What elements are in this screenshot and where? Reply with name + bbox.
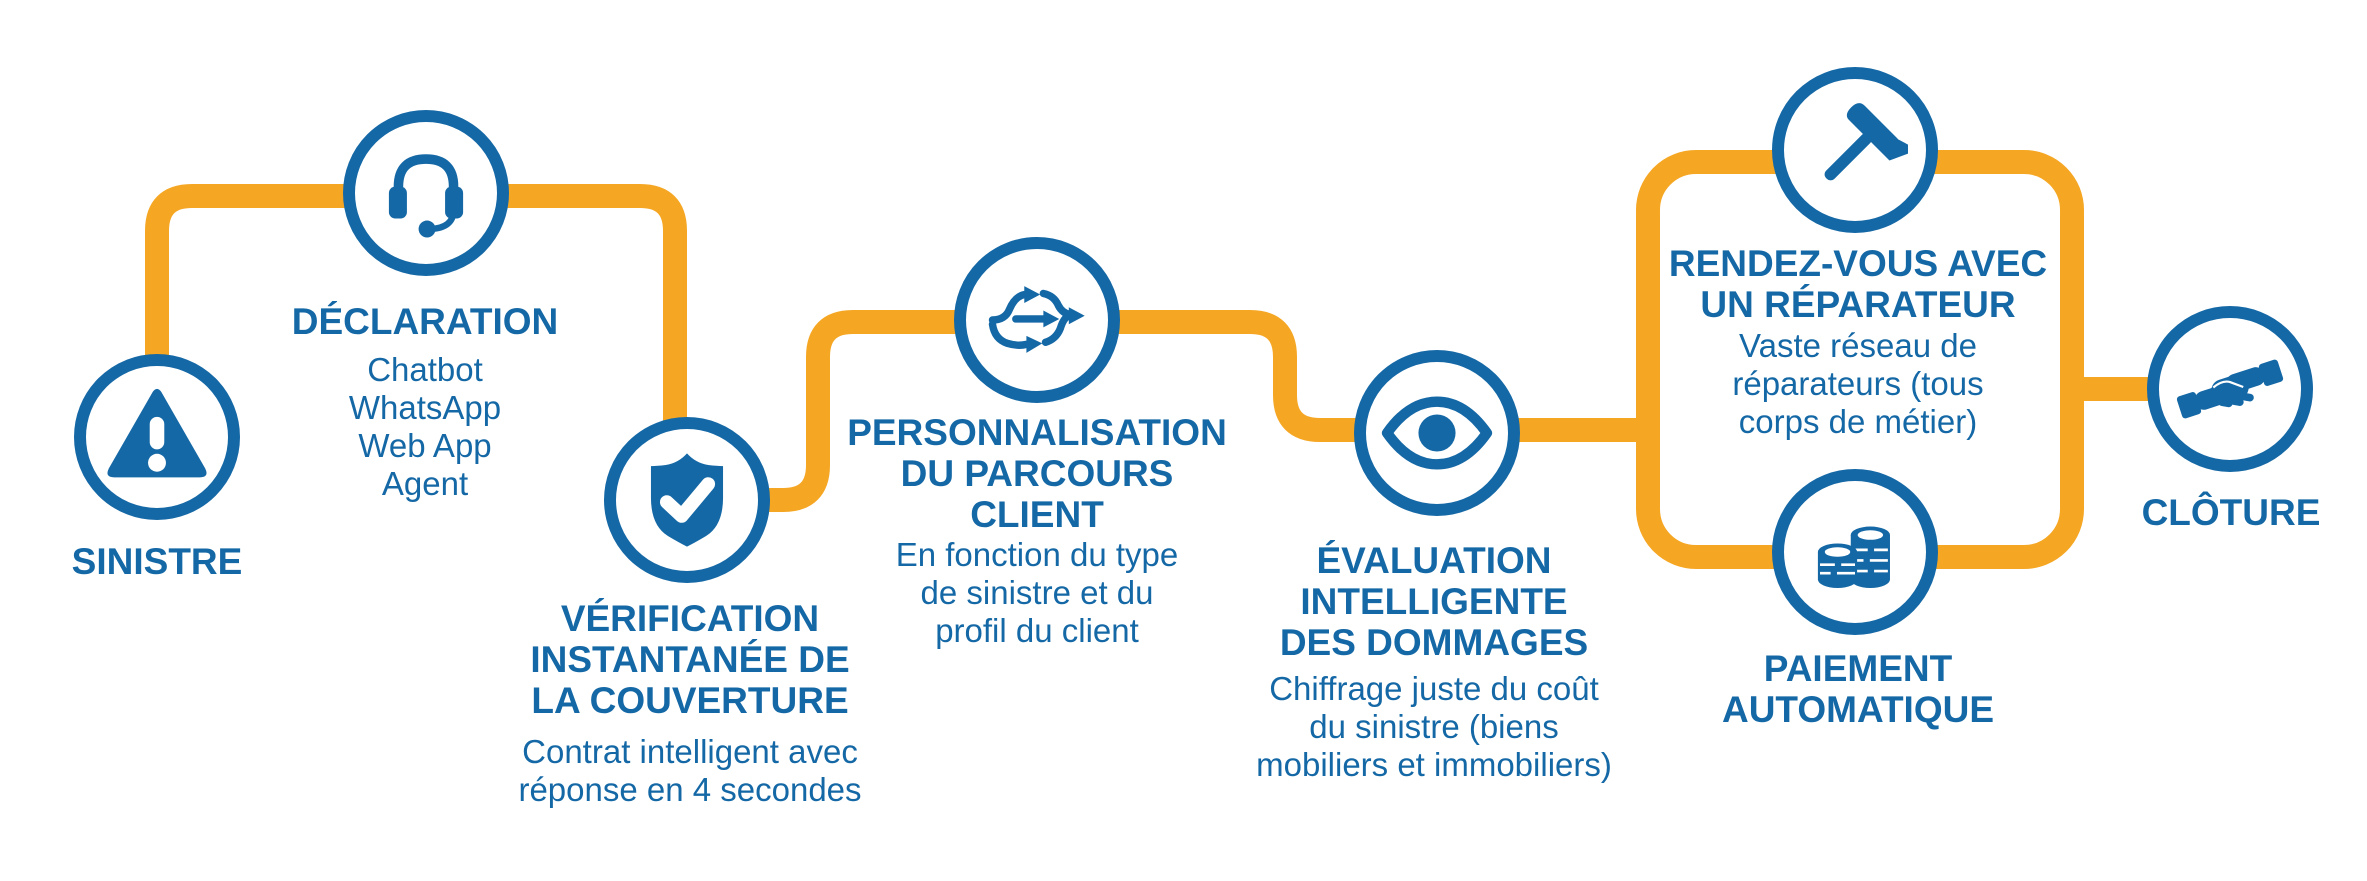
eye-icon	[1381, 396, 1493, 470]
personnalisation-title: PERSONNALISATION DU PARCOURS CLIENT	[847, 412, 1227, 535]
warning-icon	[107, 388, 207, 478]
handshake-icon	[2176, 359, 2284, 419]
personnalisation-node	[954, 237, 1120, 403]
rendezvous-node	[1772, 67, 1938, 233]
declaration-title: DÉCLARATION	[291, 301, 559, 342]
verification-subtitle: Contrat intelligent avec réponse en 4 se…	[518, 733, 862, 808]
evaluation-title: ÉVALUATION INTELLIGENTE DES DOMMAGES	[1279, 540, 1589, 663]
verification-title: VÉRIFICATION INSTANTANÉE DE LA COUVERTUR…	[530, 598, 850, 721]
personnalisation-subtitle: En fonction du type de sinistre et du pr…	[895, 536, 1179, 649]
coins-icon	[1817, 526, 1890, 589]
sinistre-node	[74, 354, 240, 520]
shield-check-icon	[650, 453, 724, 547]
hammer-icon	[1824, 103, 1908, 181]
declaration-node	[343, 110, 509, 276]
paiement-title: PAIEMENT AUTOMATIQUE	[1721, 648, 1995, 730]
verification-node	[604, 417, 770, 583]
evaluation-subtitle: Chiffrage juste du coût du sinistre (bie…	[1256, 670, 1612, 783]
sinistre-title: SINISTRE	[71, 541, 243, 582]
headset-icon	[388, 154, 464, 238]
evaluation-node	[1354, 350, 1520, 516]
declaration-subtitle: Chatbot WhatsApp Web App Agent	[348, 351, 502, 502]
rendezvous-title: RENDEZ-VOUS AVEC UN RÉPARATEUR	[1668, 243, 2048, 325]
cloture-node	[2147, 306, 2313, 472]
paiement-node	[1772, 469, 1938, 635]
rendezvous-subtitle: Vaste réseau de réparateurs (tous corps …	[1732, 327, 1984, 440]
branch-arrows-icon	[988, 286, 1085, 353]
cloture-title: CLÔTURE	[2141, 492, 2321, 533]
